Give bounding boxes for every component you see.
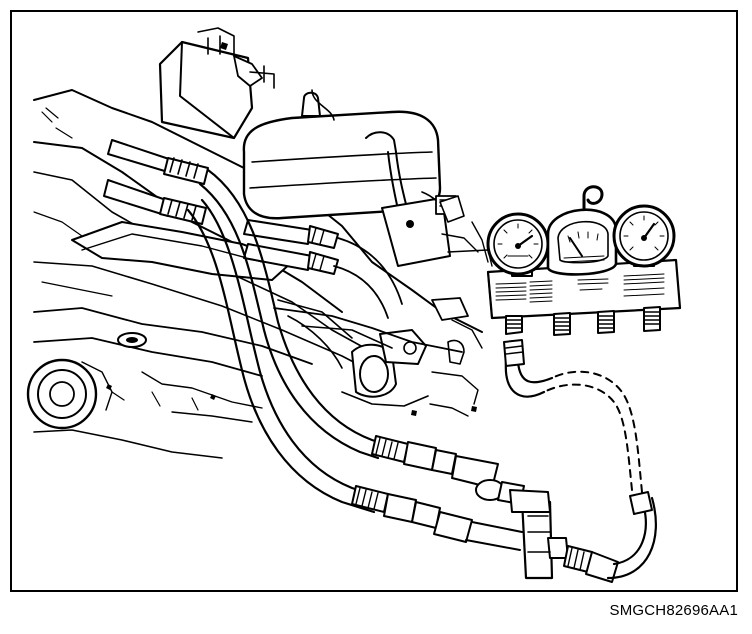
- service-hoses: [186, 168, 386, 514]
- manifold-gauge-set: [486, 185, 682, 336]
- foreground-details: [33, 211, 489, 353]
- compressor-assembly: [277, 195, 493, 417]
- illustration-frame: [10, 10, 738, 592]
- control-module: [158, 27, 275, 140]
- high-side-gauge-icon: [612, 204, 676, 268]
- hanger-hook-icon: [582, 185, 604, 210]
- coolant-reservoir: [242, 89, 457, 267]
- manifold-ports: [505, 306, 661, 336]
- upper-hoses: [103, 139, 403, 319]
- manifold-hose: [503, 339, 657, 580]
- low-side-gauge-icon: [486, 212, 550, 277]
- manifold-label-text: [495, 273, 665, 303]
- engine-bay-illustration: [26, 27, 682, 583]
- engine-block: [26, 89, 483, 459]
- sight-glass-icon: [546, 185, 618, 276]
- hose-fittings: [351, 435, 619, 583]
- figure-id-label: SMGCH82696AA1: [609, 602, 738, 619]
